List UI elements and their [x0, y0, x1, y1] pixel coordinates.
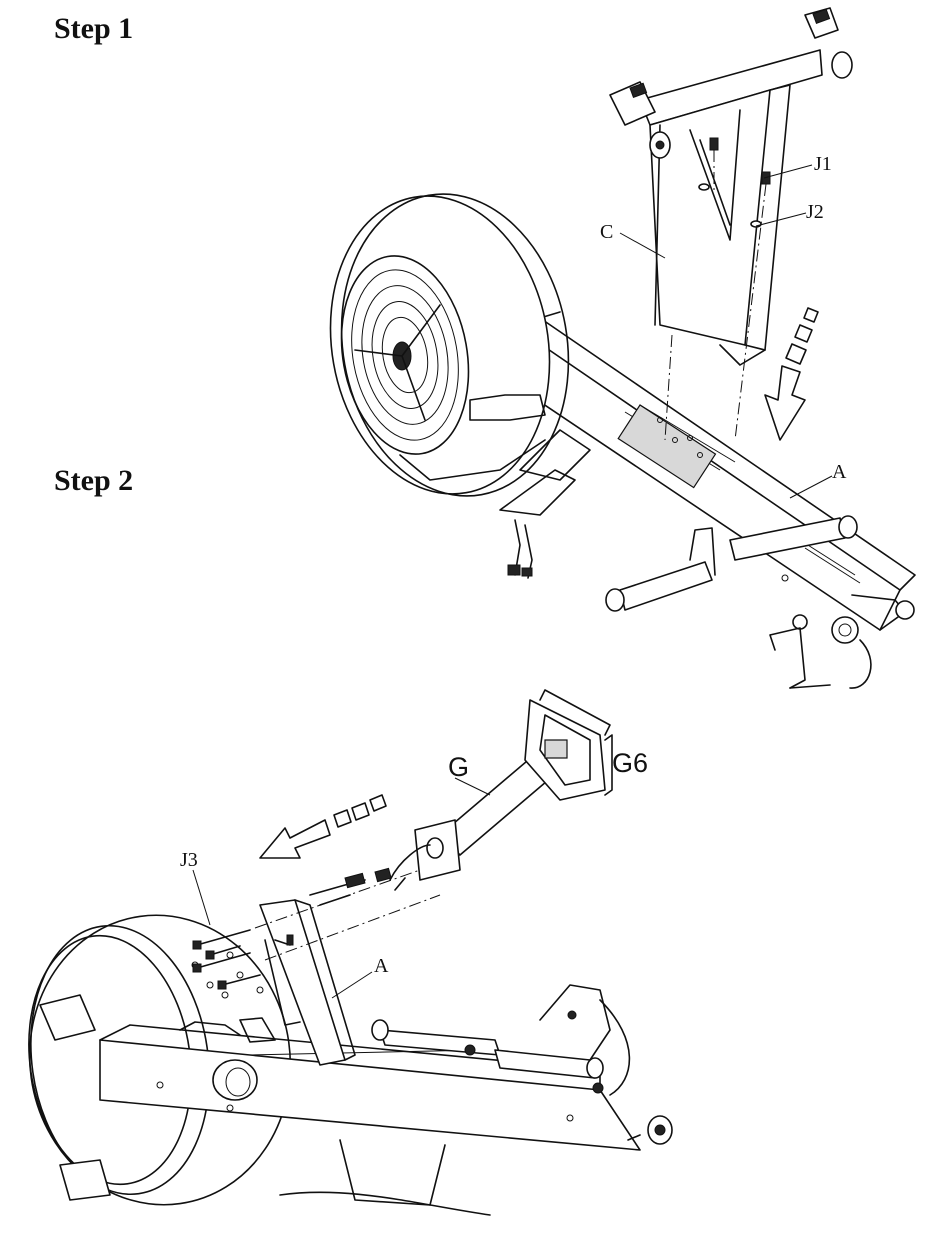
- front-leg-c: [610, 8, 852, 440]
- label-j3: J3: [180, 849, 198, 871]
- label-a-step1: A: [832, 461, 847, 483]
- monitor-cable: [500, 470, 575, 578]
- flywheel-fan: [308, 176, 592, 514]
- label-c: C: [600, 221, 613, 243]
- down-arrow: [765, 308, 818, 440]
- cable-connector: [310, 868, 391, 905]
- monitor-arm-g: [390, 690, 612, 890]
- label-g: G: [448, 752, 469, 782]
- main-rail-a: [500, 312, 915, 688]
- step-1-diagram: J1 J2 C A: [308, 8, 915, 688]
- label-j2: J2: [806, 201, 824, 223]
- label-g6: G6: [612, 748, 648, 778]
- left-arrow: [260, 795, 386, 858]
- label-a-step2: A: [374, 955, 389, 977]
- label-j1: J1: [814, 153, 832, 175]
- step-2-diagram: G G6 J3 A: [11, 690, 672, 1222]
